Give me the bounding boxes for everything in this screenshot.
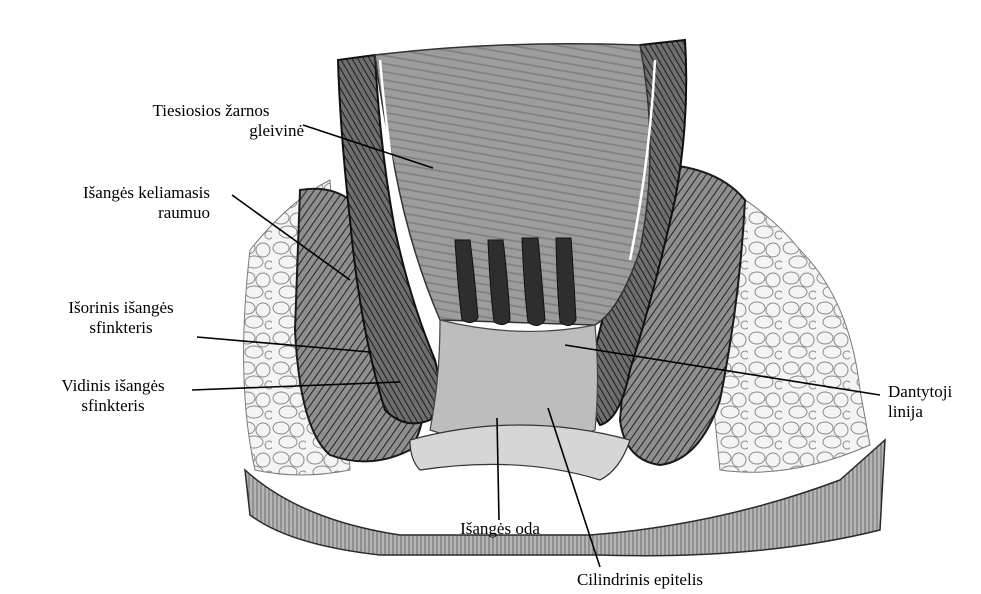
- label-external-sphincter-line2: sfinkteris: [46, 318, 196, 338]
- label-rectal-mucosa-line1: Tiesiosios žarnos: [118, 101, 304, 121]
- label-internal-sphincter-line2: sfinkteris: [38, 396, 188, 416]
- label-columnar-epithelium-text: Cilindrinis epitelis: [520, 570, 760, 590]
- label-columnar-epithelium: Cilindrinis epitelis: [520, 570, 760, 590]
- label-dentate-line: Dantytoji linija: [888, 382, 978, 422]
- label-levator-ani: Išangės keliamasis raumuo: [38, 183, 210, 223]
- label-external-sphincter-line1: Išorinis išangės: [46, 298, 196, 318]
- label-anal-skin: Išangės oda: [380, 519, 620, 539]
- label-dentate-line-line1: Dantytoji: [888, 382, 978, 402]
- label-rectal-mucosa: Tiesiosios žarnos gleivinė: [118, 101, 304, 141]
- label-internal-sphincter-line1: Vidinis išangės: [38, 376, 188, 396]
- anal-verge: [410, 425, 630, 480]
- label-levator-ani-line2: raumuo: [38, 203, 210, 223]
- label-levator-ani-line1: Išangės keliamasis: [38, 183, 210, 203]
- label-dentate-line-line2: linija: [888, 402, 978, 422]
- label-external-sphincter: Išorinis išangės sfinkteris: [46, 298, 196, 338]
- label-rectal-mucosa-line2: gleivinė: [118, 121, 304, 141]
- label-internal-sphincter: Vidinis išangės sfinkteris: [38, 376, 188, 416]
- label-anal-skin-text: Išangės oda: [380, 519, 620, 539]
